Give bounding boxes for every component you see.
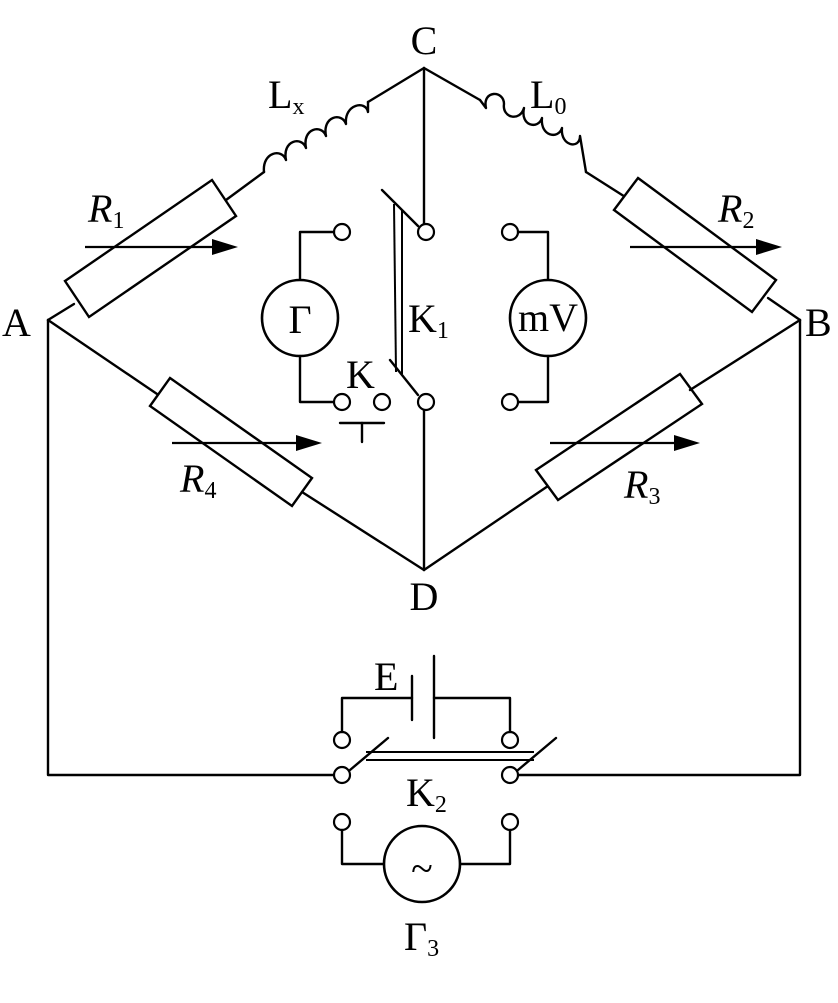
wire-l0-r2 [584, 170, 632, 202]
node-a-label: A [2, 300, 31, 345]
battery-e [340, 654, 512, 740]
k-terminal-left[interactable] [332, 392, 352, 412]
ac-symbol: ~ [411, 846, 433, 891]
resistor-r3 [534, 372, 704, 502]
resistor-r2-label: R2 [717, 186, 754, 234]
node-c-label: C [411, 18, 438, 63]
galvanometer-label: Γ [288, 297, 311, 342]
resistor-r3-label: R3 [623, 462, 660, 510]
millivoltmeter-circuit: mV [500, 222, 588, 412]
resistor-r4-label: R4 [179, 456, 216, 504]
mv-terminal-bottom[interactable] [500, 392, 520, 412]
k2-terminal-bottom-left[interactable] [332, 812, 352, 832]
inductor-lx-label: Lx [268, 72, 304, 120]
wire-r2-b [766, 296, 802, 322]
k1-link-a [393, 203, 397, 373]
k2-terminal-top-right[interactable] [500, 730, 520, 750]
branch-a-c [46, 66, 426, 322]
wire-lx-c [366, 66, 426, 104]
r2-arrowhead [756, 239, 782, 255]
wire-gen-left [340, 828, 386, 866]
battery-label: E [374, 654, 398, 699]
resistor-r2 [612, 176, 782, 314]
ac-generator: ~ [340, 824, 512, 904]
branch-c-b [422, 66, 802, 322]
k2-terminal-mid-right[interactable] [500, 765, 520, 785]
wire-a-r1 [46, 302, 76, 322]
switch-k2[interactable] [332, 730, 558, 832]
ac-generator-label: Γ3 [404, 914, 439, 962]
k1-terminal-top[interactable] [416, 222, 436, 242]
millivoltmeter-label: mV [518, 295, 578, 340]
wire-galv-top [298, 230, 336, 284]
wire-battery-right [432, 696, 512, 734]
wire-r3-b [688, 318, 802, 392]
galvanometer-circuit: Γ [260, 222, 392, 444]
wire-battery-left [340, 696, 414, 734]
resistor-r2-body [612, 176, 778, 314]
wire-r4-d [300, 490, 426, 572]
outer-loop [46, 318, 802, 777]
resistor-r1 [63, 178, 238, 319]
k2-blade-right[interactable] [516, 736, 558, 772]
wire-r1-lx [224, 170, 266, 202]
r4-arrowhead [296, 435, 322, 451]
pushbutton-k[interactable] [338, 421, 386, 444]
k2-blade-left[interactable] [348, 736, 390, 772]
wire-mv-bottom [516, 354, 550, 404]
switch-k2-label: K2 [406, 770, 447, 818]
node-d-label: D [410, 574, 439, 619]
switch-k1-label: K1 [408, 296, 449, 344]
k2-terminal-mid-left[interactable] [332, 765, 352, 785]
wire-gen-right [458, 828, 512, 866]
branch-a-d [46, 318, 426, 572]
node-b-label: B [805, 300, 832, 345]
k1-terminal-bottom[interactable] [416, 392, 436, 412]
wire-a-r4 [46, 318, 162, 398]
switch-k1[interactable] [380, 188, 436, 412]
inductor-lx [262, 100, 370, 174]
inductor-l0 [478, 92, 588, 174]
resistor-r1-label: R1 [87, 186, 124, 234]
k1-blade-top[interactable] [380, 188, 420, 228]
wire-b-k2 [516, 318, 802, 777]
wire-c-l0 [422, 66, 482, 102]
wire-d-r3 [422, 484, 550, 572]
k2-terminal-top-left[interactable] [332, 730, 352, 750]
k1-blade-bottom[interactable] [388, 358, 420, 397]
inductor-l0-label: L0 [530, 72, 566, 120]
galv-terminal-top[interactable] [332, 222, 352, 242]
resistor-r1-body [63, 178, 238, 319]
k2-terminal-bottom-right[interactable] [500, 812, 520, 832]
resistor-r4 [148, 376, 322, 508]
wire-a-k2 [46, 318, 336, 777]
switch-k-label: K [346, 352, 375, 397]
branch-d-b [422, 318, 802, 572]
r1-arrowhead [212, 239, 238, 255]
resistor-r3-body [534, 372, 704, 502]
mv-terminal-top[interactable] [500, 222, 520, 242]
wire-mv-top [516, 230, 550, 282]
r3-arrowhead [674, 435, 700, 451]
k-terminal-right[interactable] [372, 392, 392, 412]
wire-galv-bottom [298, 354, 336, 404]
